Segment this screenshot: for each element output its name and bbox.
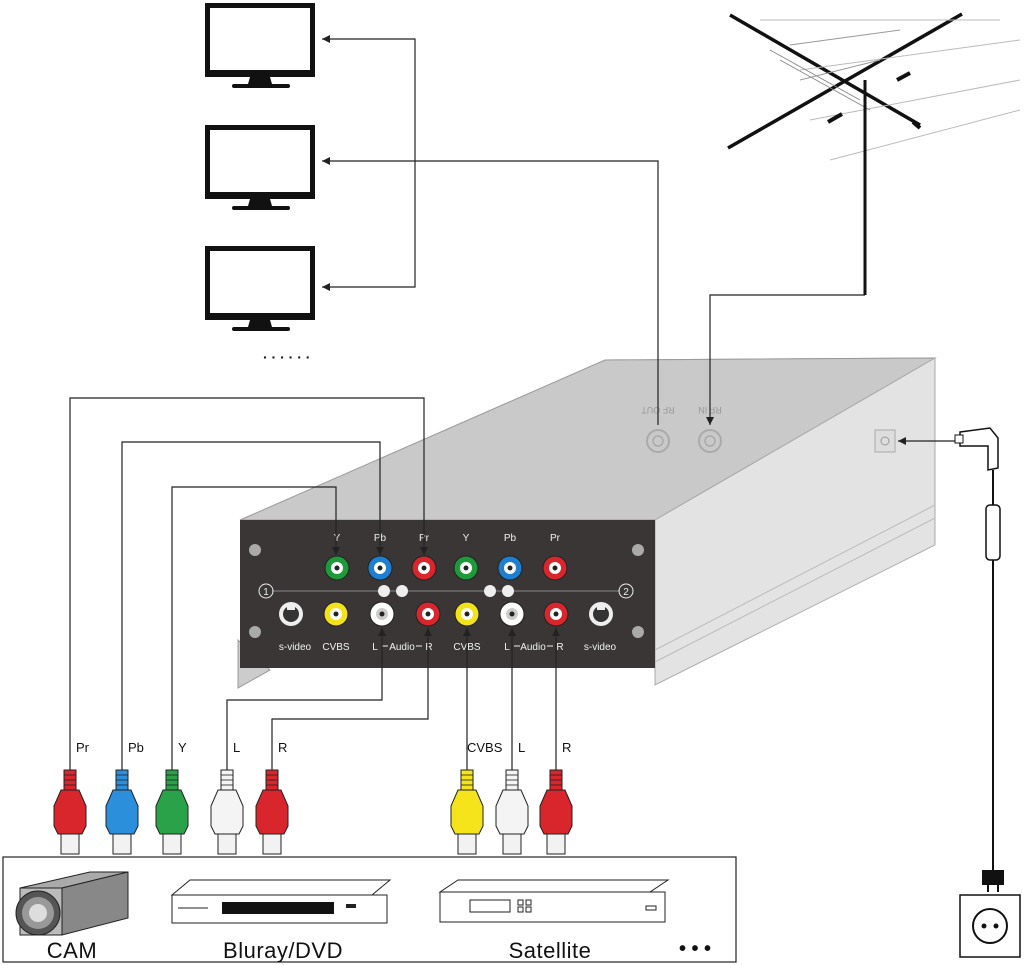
rca-jack <box>543 601 569 627</box>
tv-monitor-2 <box>205 125 315 210</box>
input-2-label: 2 <box>623 587 629 598</box>
plug-label: Pr <box>76 740 90 755</box>
rca-plug <box>155 769 189 855</box>
signal-wires <box>69 38 958 770</box>
plug-label: Y <box>178 740 187 755</box>
panel-label-s-video-1: s-video <box>279 642 312 653</box>
wire-arrowheads <box>322 35 906 636</box>
camera-icon <box>15 871 129 936</box>
component-jack <box>367 555 393 581</box>
panel-label-y-1: Y <box>334 533 341 544</box>
component-jack <box>453 555 479 581</box>
input-2-marker: 2 <box>618 583 634 599</box>
component-jack <box>542 555 568 581</box>
component-jacks <box>324 555 568 581</box>
panel-label-r-1: R <box>425 642 432 653</box>
panel-label-audio-2: Audio <box>520 642 546 653</box>
rca-jack <box>369 601 395 627</box>
plug-label: R <box>278 740 287 755</box>
plug-label: R <box>562 740 571 755</box>
device-label-bluray-dvd: Bluray/DVD <box>223 938 343 963</box>
rca-plug <box>255 769 289 855</box>
plug-label: Pb <box>128 740 144 755</box>
power-adapter <box>954 427 1004 892</box>
component-jack <box>497 555 523 581</box>
rca-plug <box>105 769 139 855</box>
rca-jack <box>415 601 441 627</box>
panel-label-y-2: Y <box>463 533 470 544</box>
rca-plug <box>53 769 87 855</box>
power-jack <box>874 429 896 453</box>
input-1-label: 1 <box>263 587 269 598</box>
antenna-icon <box>727 12 1021 295</box>
tv-monitor-1 <box>205 3 315 88</box>
plug-label: L <box>233 740 240 755</box>
wall-outlet-icon <box>959 894 1021 958</box>
plug-label: L <box>518 740 525 755</box>
s-video-port-1 <box>279 602 303 626</box>
panel-label-l-1: L <box>372 642 378 653</box>
component-jack <box>324 555 350 581</box>
rca-jack <box>499 601 525 627</box>
rf-in-connector <box>698 429 722 453</box>
panel-label-pr-2: Pr <box>550 533 561 544</box>
plug-label: CVBS <box>467 740 503 755</box>
panel-label-r-2: R <box>556 642 563 653</box>
tv-monitor-3 <box>205 246 315 331</box>
device-label-cam: CAM <box>47 938 97 963</box>
component-jack <box>411 555 437 581</box>
more-monitors-ellipsis: · · · · · · <box>263 349 310 365</box>
device-label-satellite: Satellite <box>509 938 592 963</box>
panel-label-audio-1: Audio <box>389 642 415 653</box>
rca-jack <box>454 601 480 627</box>
cvbs-audio-jacks <box>323 601 569 627</box>
splitter-box <box>237 357 937 689</box>
rca-plug <box>210 769 244 855</box>
more-devices-ellipsis: • • • <box>679 938 711 960</box>
rca-plug <box>539 769 573 855</box>
panel-screws <box>249 544 644 638</box>
rca-jack <box>323 601 349 627</box>
satellite-receiver-icon <box>438 879 670 923</box>
panel-label-l-2: L <box>504 642 510 653</box>
panel-label-pb-2: Pb <box>504 533 517 544</box>
bluray-dvd-player-icon <box>170 879 392 924</box>
rca-plug <box>495 769 529 855</box>
s-video-port-2 <box>589 602 613 626</box>
rf-out-connector <box>646 429 670 453</box>
panel-label-s-video-2: s-video <box>584 642 617 653</box>
input-1-marker: 1 <box>258 583 274 599</box>
panel-label-cvbs-1: CVBS <box>322 642 350 653</box>
panel-switch-markers <box>378 585 514 597</box>
rca-plugs: Pr Pb Y L R CVBS L R <box>53 740 573 855</box>
rca-plug <box>450 769 484 855</box>
